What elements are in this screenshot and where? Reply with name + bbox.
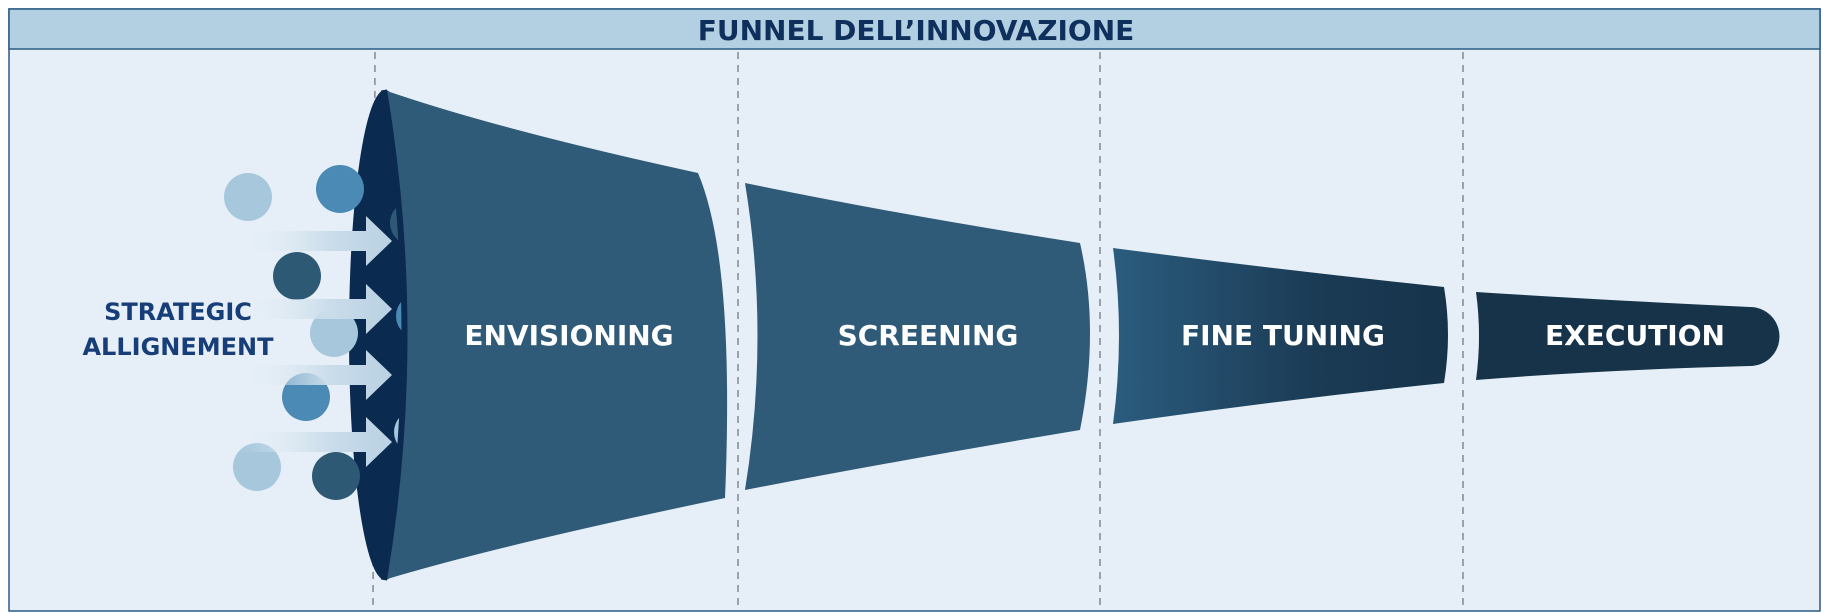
idea-dot	[273, 252, 321, 300]
idea-dot	[316, 165, 364, 213]
diagram-title: FUNNEL DELL’INNOVAZIONE	[698, 14, 1135, 47]
idea-dot	[224, 173, 272, 221]
stage-label-envisioning: ENVISIONING	[464, 319, 673, 352]
arrow-right-icon	[240, 284, 392, 334]
input-label-line1: STRATEGIC	[104, 298, 252, 326]
stage-shape-fine-tuning	[1113, 248, 1448, 424]
idea-dot	[310, 309, 358, 357]
stage-label-screening: SCREENING	[838, 319, 1019, 352]
stage-shape-screening	[745, 183, 1090, 490]
arrow-right-icon	[240, 216, 392, 266]
idea-dot	[233, 443, 281, 491]
input-label-line2: ALLIGNEMENT	[82, 333, 274, 361]
arrow-right-icon	[240, 417, 392, 467]
stage-shape-envisioning	[384, 90, 728, 580]
stage-shape-execution	[1476, 292, 1780, 380]
stage-label-fine-tuning: FINE TUNING	[1181, 319, 1385, 352]
arrow-right-icon	[240, 350, 392, 400]
funnel-mouth-rim	[381, 89, 408, 581]
stage-label-execution: EXECUTION	[1545, 319, 1725, 352]
header-band	[8, 8, 1821, 50]
idea-dot	[312, 452, 360, 500]
